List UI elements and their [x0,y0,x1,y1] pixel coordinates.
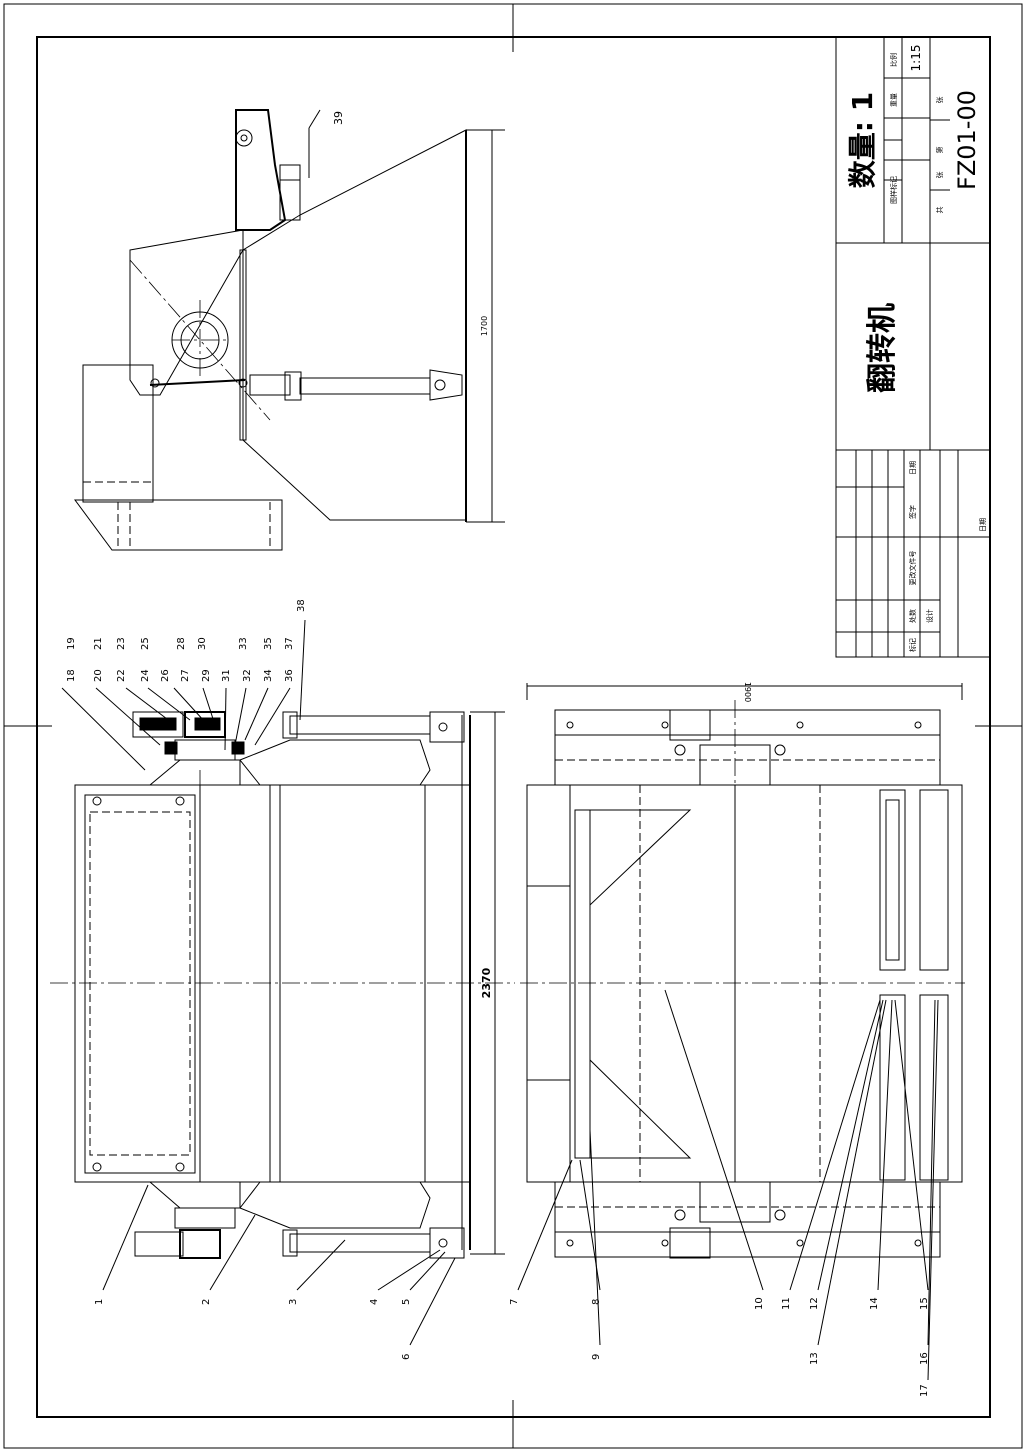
quantity-label: 数量: 1 [846,92,879,188]
part-label-14: 14 [869,1297,880,1310]
part-label-29: 29 [201,669,212,682]
part-label-36: 36 [284,669,295,682]
scale-value: 1:15 [909,45,923,72]
drawing-title: 翻转机 [865,303,900,393]
part-label-1: 1 [94,1299,105,1305]
page-label: 第 [935,147,944,154]
dimension-1700: 1700 [480,316,489,336]
part-label-24: 24 [140,669,151,682]
stage-label: 图样标记 [889,176,898,204]
part-label-25: 25 [140,637,151,650]
part-label-27: 27 [180,669,191,682]
revision-count-label: 处数 [908,609,917,623]
part-label-23: 23 [116,637,127,650]
dimension-1900: 1900 [743,682,752,702]
part-label-15: 15 [919,1297,930,1310]
sheet-inner-frame [36,36,991,1418]
part-label-33: 33 [238,637,249,650]
part-label-26: 26 [160,669,171,682]
part-label-9: 9 [591,1354,602,1360]
part-label-2: 2 [201,1299,212,1305]
part-label-32: 32 [242,669,253,682]
part-label-21: 21 [93,637,104,650]
part-label-3: 3 [288,1299,299,1305]
part-label-5: 5 [401,1299,412,1305]
top-view [520,683,965,1259]
part-label-39: 39 [332,111,345,125]
part-label-28: 28 [176,637,187,650]
part-label-19: 19 [66,637,77,650]
title-block [835,36,991,658]
front-view [50,711,515,1259]
part-label-11: 11 [781,1297,792,1310]
part-label-22: 22 [116,669,127,682]
part-label-20: 20 [93,669,104,682]
revision-date2-label: 日期 [979,518,987,532]
revision-mark-label: 标记 [908,638,917,652]
sheet-label: 张 [935,97,944,104]
part-labels-lower: 1 2 3 4 5 7 8 10 11 12 14 15 6 9 13 16 1… [94,1297,930,1397]
part-label-8: 8 [591,1299,602,1305]
scale-label: 比例 [889,53,898,67]
part-label-30: 30 [197,637,208,650]
design-label: 设计 [925,609,934,623]
weight-label: 重量 [890,93,898,107]
part-label-13: 13 [809,1352,820,1365]
part-labels-upper: 19 21 23 25 28 30 33 35 37 18 20 22 24 2… [66,599,307,682]
leader-lines [61,619,939,1381]
part-label-16: 16 [919,1352,930,1365]
revision-date-label: 日期 [909,461,917,475]
page-sheet-label: 张 [935,172,944,179]
revision-sign-label: 签字 [908,505,917,519]
side-view [74,109,505,551]
part-label-4: 4 [369,1299,380,1305]
part-label-18: 18 [66,669,77,682]
part-label-12: 12 [809,1297,820,1310]
total-label: 共 [935,207,944,214]
dimension-2370: 2370 [480,967,493,998]
part-label-10: 10 [754,1297,765,1310]
part-label-34: 34 [263,669,274,682]
part-label-17: 17 [919,1384,930,1397]
part-label-6: 6 [401,1354,412,1360]
part-label-37: 37 [284,637,295,650]
title-block-labels: 比例 重量 图样标记 张 第 张 共 日期 签字 更改文件号 处数 标记 设计 … [889,53,987,652]
part-label-38: 38 [296,599,307,612]
part-label-35: 35 [263,637,274,650]
revision-doc-label: 更改文件号 [908,551,917,586]
part-label-7: 7 [509,1299,520,1305]
part-label-31: 31 [221,669,232,682]
drawing-number: FZ01-00 [953,90,981,190]
